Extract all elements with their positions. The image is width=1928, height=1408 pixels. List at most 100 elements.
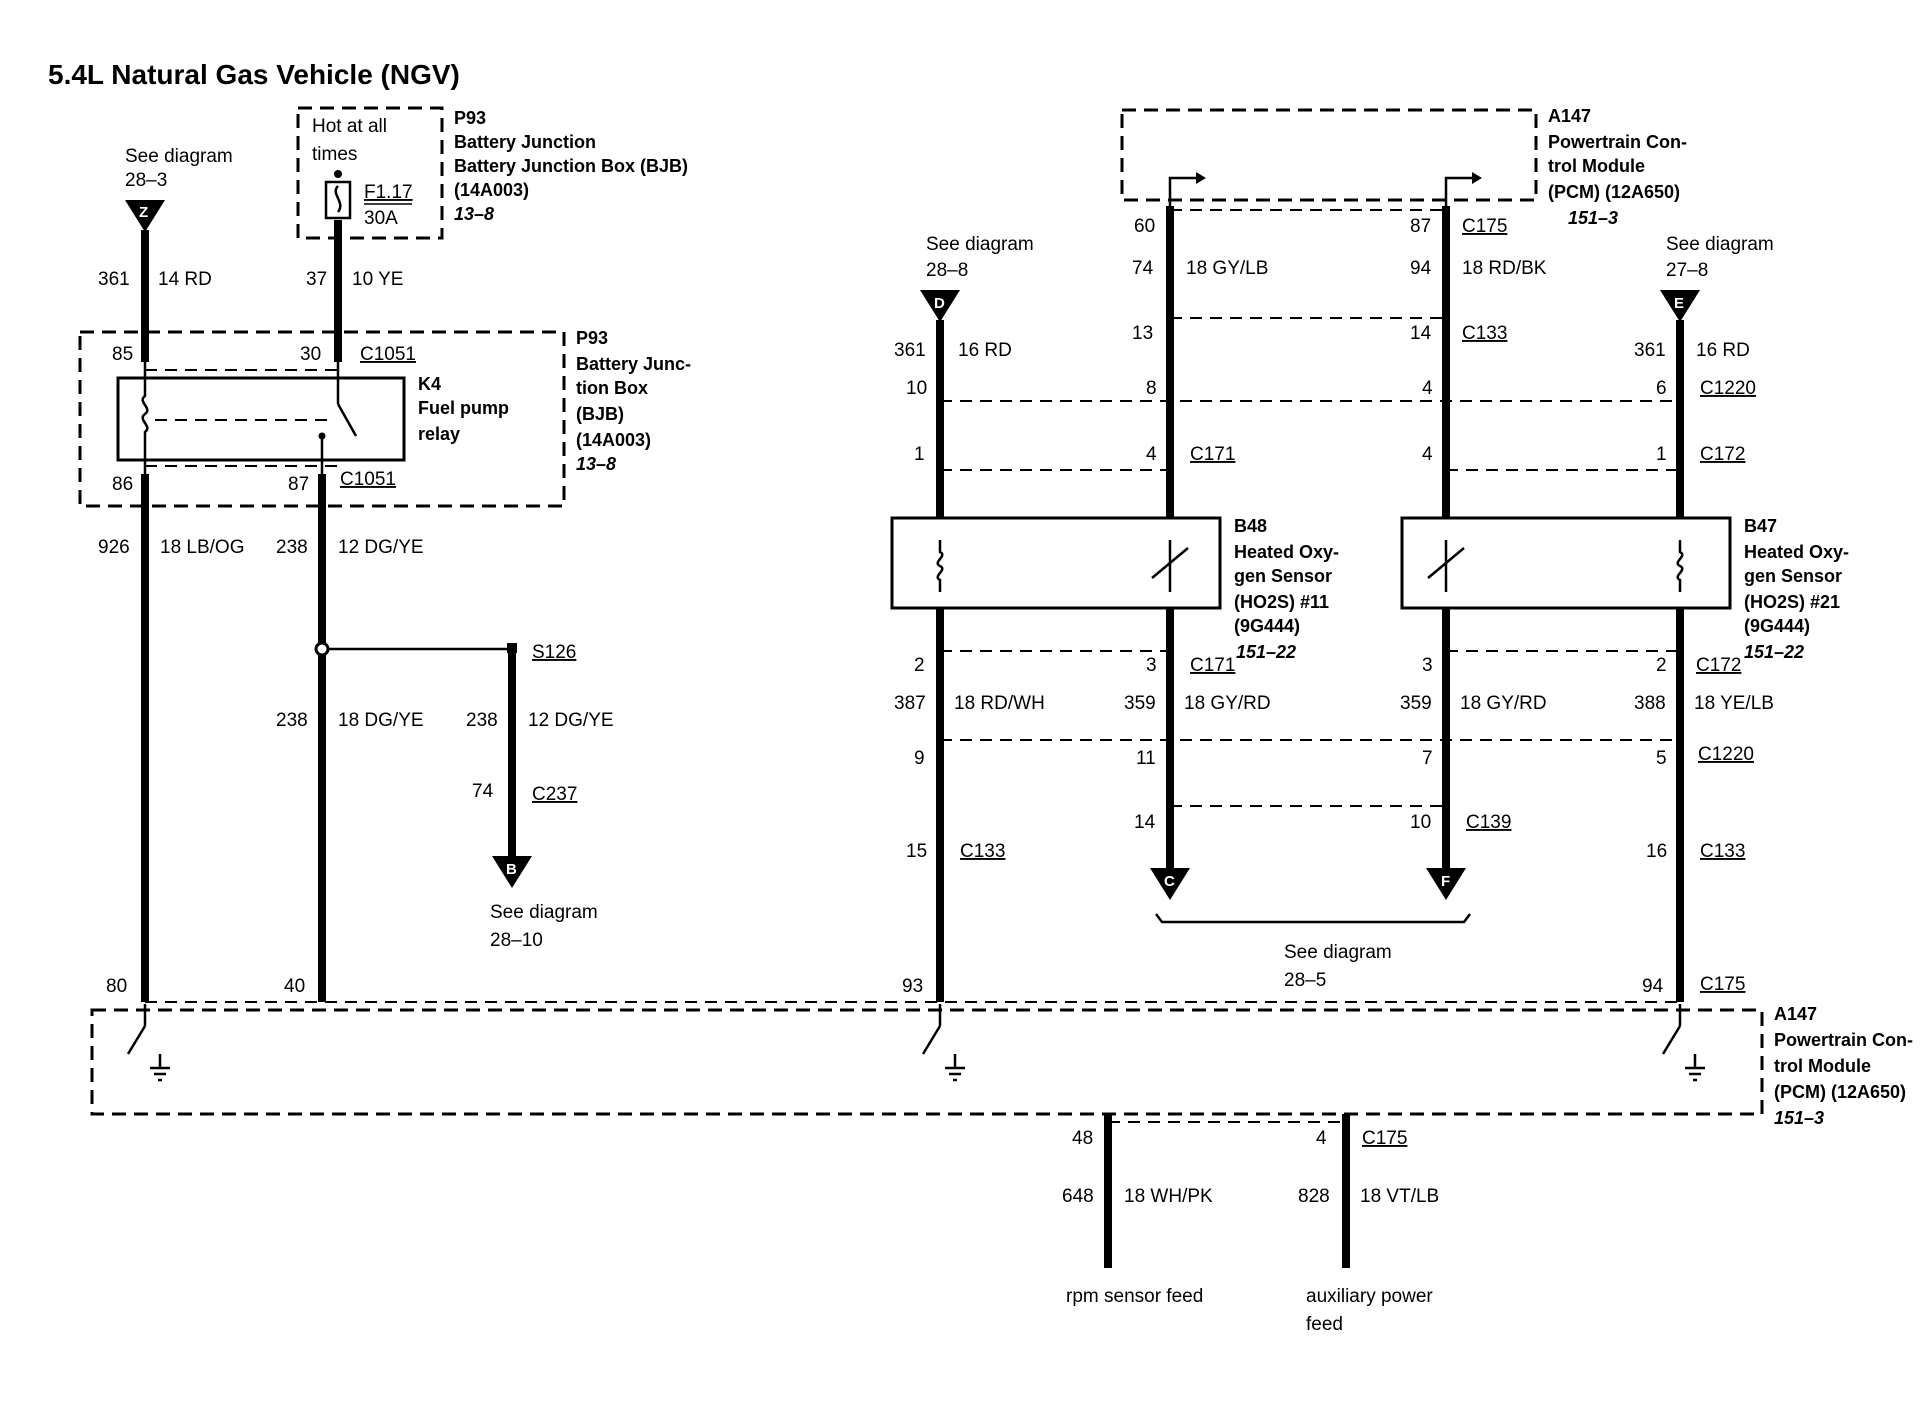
p93-relay-l1: P93 [576, 328, 608, 348]
p93-top-l2: Battery Junction Box (BJB) [454, 156, 688, 176]
pin-15: 15 [906, 841, 927, 862]
relay-pin-86: 86 [112, 474, 133, 495]
pin-80: 80 [106, 976, 127, 997]
relay-l3: relay [418, 424, 460, 444]
ref-e-letter: E [1674, 295, 1684, 312]
wire-94-circuit: 94 [1410, 258, 1432, 279]
wire-74-spec: 18 GY/LB [1186, 258, 1268, 279]
ref-e-connector [1660, 290, 1700, 322]
wire-361e-circuit: 361 [1634, 340, 1666, 361]
wire-359a-circuit: 359 [1124, 693, 1156, 714]
relay-pin-87: 87 [288, 474, 309, 495]
conn-c172-top: C172 [1700, 444, 1745, 465]
wire-828-circuit: 828 [1298, 1186, 1330, 1207]
c237-pin: 74 [472, 781, 494, 802]
pcm-switch-right-icon [1661, 1004, 1705, 1082]
conn-c171-top: C171 [1190, 444, 1235, 465]
s126-label: S126 [532, 642, 576, 663]
ref-e-num: 27–8 [1666, 260, 1708, 281]
pin-1b: 1 [1656, 444, 1667, 465]
pin-4a: 4 [1422, 378, 1433, 399]
pin-4b: 4 [1146, 444, 1157, 465]
ref-z-see: See diagram [125, 146, 233, 167]
pcm-tap-right-arrow-icon [1472, 172, 1482, 184]
diagram-title: 5.4L Natural Gas Vehicle (NGV) [48, 59, 460, 90]
conn-c175-feed: C175 [1362, 1128, 1407, 1149]
b47-l5: (9G444) [1744, 616, 1810, 636]
splice-s126 [314, 641, 330, 657]
conn-c175-bottom: C175 [1700, 974, 1745, 995]
wire-94-spec: 18 RD/BK [1462, 258, 1547, 279]
b47-variable-icon [1427, 547, 1465, 579]
pin-5: 5 [1656, 748, 1667, 769]
wire-926-spec: 18 LB/OG [160, 537, 245, 558]
relay-l2: Fuel pump [418, 398, 509, 418]
ref-cf-bracket [1155, 913, 1471, 924]
wire-361-circuit: 361 [98, 269, 130, 290]
b48-l4: (HO2S) #11 [1234, 592, 1329, 612]
pin-3a: 3 [1146, 655, 1157, 676]
wire-238b-circuit: 238 [276, 710, 308, 731]
relay-pin-85: 85 [112, 344, 133, 365]
wire-359a-spec: 18 GY/RD [1184, 693, 1271, 714]
b47-l1: B47 [1744, 516, 1777, 536]
ref-d-see: See diagram [926, 234, 1034, 255]
wire-648-spec: 18 WH/PK [1124, 1186, 1213, 1207]
pcm-bottom-box [90, 1008, 1764, 1116]
ref-b-letter: B [506, 861, 517, 878]
b47-l2: Heated Oxy- [1744, 542, 1849, 562]
p93-top-l3: (14A003) [454, 180, 529, 200]
b47-l6: 151–22 [1744, 642, 1804, 662]
pin-1a: 1 [914, 444, 925, 465]
pcm-bottom-l4: (PCM) (12A650) [1774, 1082, 1906, 1102]
pin-94: 94 [1642, 976, 1664, 997]
b47-l4: (HO2S) #21 [1744, 592, 1840, 612]
b47-heater-icon [1676, 540, 1684, 592]
pin-40: 40 [284, 976, 305, 997]
conn-c133-right: C133 [1700, 841, 1745, 862]
p93-top-l4: 13–8 [454, 204, 494, 224]
conn-c172-bottom: C172 [1696, 655, 1741, 676]
pcm-switch-left-icon [126, 1004, 170, 1082]
wire-388-circuit: 388 [1634, 693, 1666, 714]
ref-c-connector [1150, 868, 1190, 900]
p93-relay-l5: (14A003) [576, 430, 651, 450]
relay-coil-icon [141, 362, 149, 474]
pcm-top-tap-right [1444, 176, 1476, 210]
wire-648-circuit: 648 [1062, 1186, 1094, 1207]
pin-10: 10 [906, 378, 927, 399]
b47-l3: gen Sensor [1744, 566, 1842, 586]
pin-3b: 3 [1422, 655, 1433, 676]
wire-361-spec: 14 RD [158, 269, 212, 290]
pin-14b: 14 [1134, 812, 1156, 833]
ref-d-connector [920, 290, 960, 322]
s126-node [507, 643, 517, 653]
wire-238c-circuit: 238 [466, 710, 498, 731]
pin-10b: 10 [1410, 812, 1431, 833]
relay-conn-top: C1051 [360, 344, 416, 365]
pcm-top-tap-left [1168, 176, 1200, 210]
fuse-element-icon [334, 185, 342, 213]
pin-14: 14 [1410, 323, 1432, 344]
wire-387-spec: 18 RD/WH [954, 693, 1045, 714]
pin-8: 8 [1146, 378, 1157, 399]
pcm-top-l4: (PCM) (12A650) [1548, 182, 1680, 202]
relay-contact-dot [318, 432, 326, 440]
ref-d-letter: D [934, 295, 945, 312]
p93-relay-l6: 13–8 [576, 454, 616, 474]
b48-l2: Heated Oxy- [1234, 542, 1339, 562]
p93-relay-box [78, 330, 566, 508]
pin-13: 13 [1132, 323, 1153, 344]
ref-b-see: See diagram [490, 902, 598, 923]
wire-37-circuit: 37 [306, 269, 327, 290]
ref-f-connector [1426, 868, 1466, 900]
conn-c133-left: C133 [960, 841, 1005, 862]
wire-238a-circuit: 238 [276, 537, 308, 558]
wire-74-circuit: 74 [1132, 258, 1154, 279]
ref-z-connector [125, 200, 165, 232]
pin-6: 6 [1656, 378, 1667, 399]
wire-238c-spec: 12 DG/YE [528, 710, 614, 731]
wire-37-spec: 10 YE [352, 269, 403, 290]
hot-at-all-times-box [296, 106, 444, 240]
